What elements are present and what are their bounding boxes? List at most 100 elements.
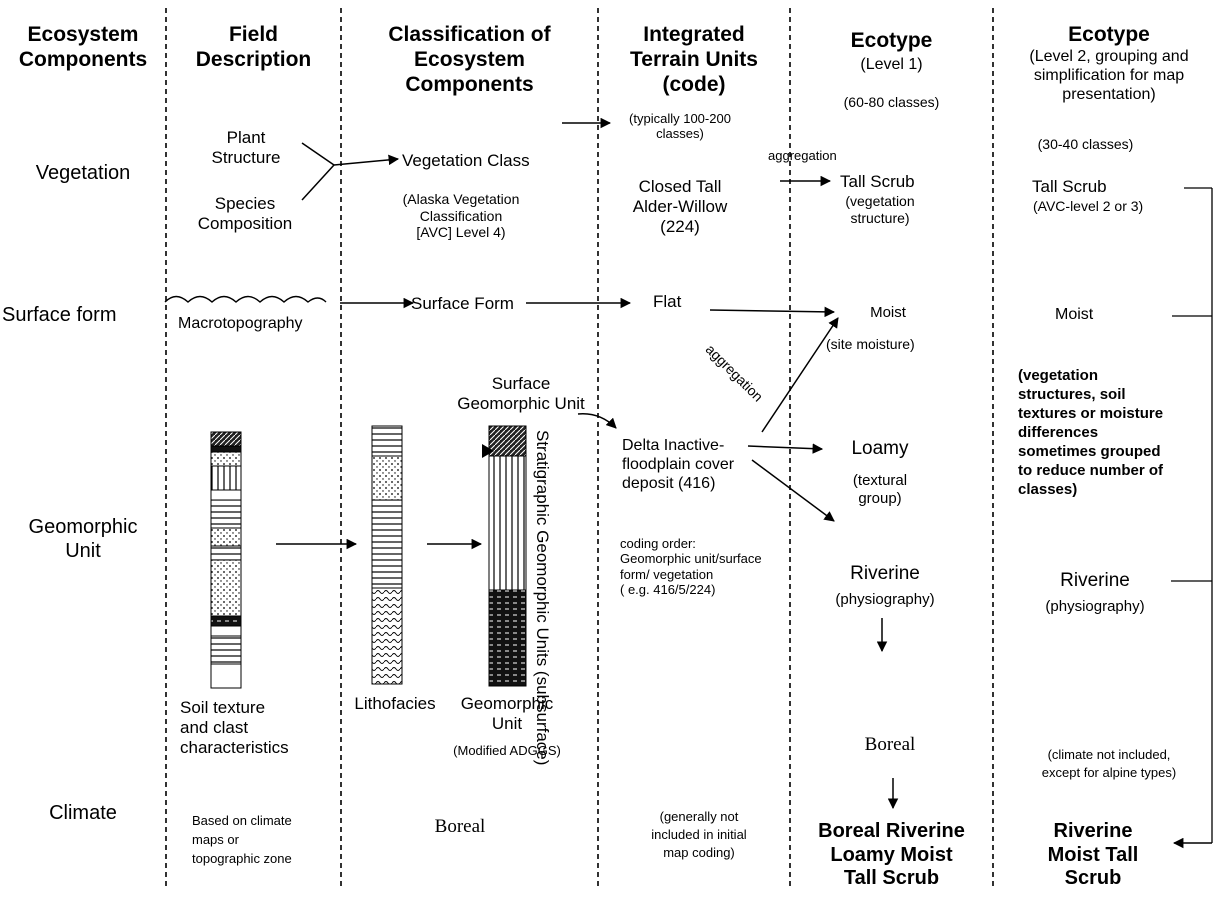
eco1-boreal: Boreal [864,734,916,755]
eco1-tall-scrub: Tall Scrub [840,172,915,191]
eco1-moist: Moist [870,304,906,321]
eco2-avc-level: (AVC-level 2 or 3) [1033,198,1144,214]
class-surface-form: Surface Form [411,294,514,313]
itu-typical-line2: classes) [656,126,704,142]
class-vegetation-class: Vegetation Class [402,151,530,170]
eco2-climate-line2: except for alpine types) [1041,765,1177,781]
itu-closed-line3: (224) [660,217,700,237]
class-modified-adggs: (Modified ADGGS) [453,743,561,758]
eco1-site-moisture: (site moisture) [826,336,915,352]
eco1-loamy: Loamy [851,438,909,459]
eco2-tall-scrub: Tall Scrub [1032,177,1107,196]
geomorphic-column [488,425,527,687]
eco1-veg-structure: (vegetation structure) [820,193,940,226]
eco2-final-line3: Scrub [1064,867,1122,890]
soil-column [210,431,242,689]
field-species-line1: Species [214,194,276,213]
itu-coding-line2: Geomorphic unit/surface [620,551,762,567]
header-components-line2: Components [18,48,148,72]
eco2-final-ecotype: Riverine Moist Tall Scrub [1008,820,1178,891]
header-field-line1: Field [228,23,278,46]
row-geomorphic-line1: Geomorphic [28,516,138,538]
eco1-textural-line1: (textural [852,472,908,489]
field-plant-structure: Plant Structure [196,128,296,168]
eco1-final-line1: Boreal Riverine [818,820,965,842]
itu-delta-line3: deposit (416) [622,474,716,492]
eco2-note-line6: to reduce number of [1018,462,1164,480]
header-itu: Integrated Terrain Units (code) [598,22,790,98]
class-surface-geomorphic-unit: Surface Geomorphic Unit [446,374,596,414]
itu-coding-line3: form/ vegetation [620,566,714,582]
header-itu-line2: Terrain Units [630,48,758,72]
itu-delta-line1: Delta Inactive- [622,437,725,454]
eco2-climate-note: (climate not included, except for alpine… [993,746,1225,782]
header-classification-line3: Components [405,73,534,97]
header-eco2-sub-line3: presentation) [1062,85,1156,103]
eco2-note-line2: structures, soil [1018,386,1126,404]
eco2-riverine: Riverine [1060,570,1130,591]
header-classification-line1: Classification of [388,23,551,46]
header-classification-line2: Ecosystem [414,48,525,72]
itu-not-included-line3: map coding) [663,845,735,861]
eco2-final-line1: Riverine [1053,820,1133,842]
eco1-final-line3: Tall Scrub [843,867,940,890]
header-eco2-title: Ecotype [1068,23,1150,46]
class-sgu-line1: Surface [491,374,551,393]
header-components: Ecosystem Components [0,22,166,72]
eco1-veg-structure-line2: structure) [850,209,910,226]
class-avc-line2: Classification [419,207,503,224]
class-sgu-line2: Geomorphic Unit [457,394,585,414]
header-eco1-title: Ecotype [850,29,933,52]
header-eco2-sub: (Level 2, grouping and simplification fo… [993,48,1225,105]
field-soil-line1: Soil texture [180,698,266,717]
row-geomorphic-line2: Unit [65,539,101,562]
class-geo-unit-line2: Unit [491,714,523,734]
row-surface-form: Surface form [2,304,117,326]
field-plant-structure-line1: Plant [226,128,266,147]
class-avc-line1: (Alaska Vegetation [402,191,520,207]
column-dividers [165,8,994,890]
eco2-note-line7: classes) [1018,481,1078,499]
header-eco1-sub: (Level 1) [860,56,923,73]
itu-typical-classes: (typically 100-200 classes) [620,111,740,142]
itu-flat: Flat [653,292,682,311]
field-soil-line2: and clast [180,718,249,738]
class-geo-unit-line1: Geomorphic [460,694,554,713]
header-eco2-sub-line1: (Level 2, grouping and [1029,48,1189,65]
eco2-physiography: (physiography) [1045,598,1145,615]
itu-delta-inactive: Delta Inactive- floodplain cover deposit… [622,437,734,494]
field-climate-line1: Based on climate [192,813,292,828]
eco2-grouping-note: (vegetation structures, soil textures or… [1018,366,1163,499]
itu-closed-line1: Closed Tall [638,177,722,196]
header-itu-line1: Integrated [643,23,745,46]
eco1-final-ecotype: Boreal Riverine Loamy Moist Tall Scrub [790,820,993,891]
row-climate: Climate [49,802,117,824]
class-geomorphic-unit: Geomorphic Unit [452,694,562,734]
itu-coding-order: coding order: Geomorphic unit/surface fo… [620,536,762,597]
eco1-textural-line2: group) [858,489,902,507]
class-boreal: Boreal [434,816,486,837]
field-climate-line3: topographic zone [192,850,292,866]
field-plant-structure-line2: Structure [211,148,281,168]
field-macrotopography: Macrotopography [178,315,303,332]
eco1-final-line2: Loamy Moist [830,843,953,866]
macrotopography-line [164,295,327,303]
itu-not-included-line1: (generally not [659,809,739,824]
field-soil-texture: Soil texture and clast characteristics [180,698,325,758]
eco2-note-line5: sometimes grouped [1018,443,1161,461]
header-field: Field Description [166,22,341,72]
header-classification: Classification of Ecosystem Components [341,22,598,98]
class-lithofacies: Lithofacies [354,694,436,713]
field-species-composition: Species Composition [186,194,304,234]
field-climate-desc: Based on climate maps or topographic zon… [192,812,292,869]
eco2-note-line1: (vegetation [1018,367,1099,384]
eco2-classes: (30-40 classes) [1037,136,1134,152]
header-itu-line3: (code) [662,73,726,97]
header-components-line1: Ecosystem [27,23,139,46]
field-soil-line3: characteristics [180,738,289,758]
eco1-veg-structure-line1: (vegetation [845,193,915,209]
field-species-line2: Composition [197,214,293,234]
header-field-line2: Description [195,48,312,72]
eco2-moist: Moist [1055,306,1094,323]
row-geomorphic-unit: Geomorphic Unit [0,516,166,563]
